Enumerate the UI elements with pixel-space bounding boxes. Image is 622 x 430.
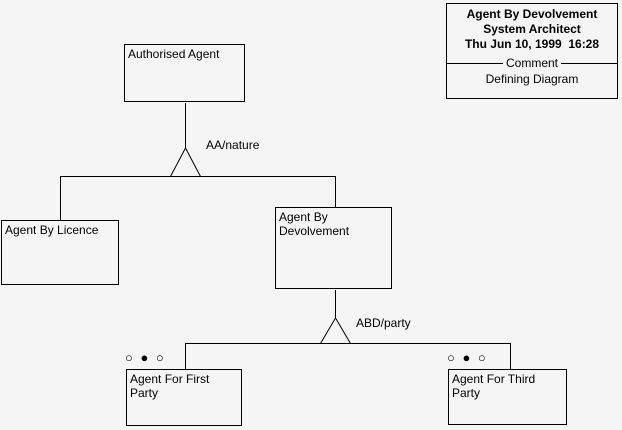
node-label: Agent By Licence bbox=[5, 223, 99, 237]
node-agent-for-first-party[interactable]: Agent For First Party bbox=[126, 369, 242, 426]
node-authorised-agent[interactable]: Authorised Agent bbox=[124, 44, 245, 102]
subtype-triangle-aa-nature bbox=[169, 146, 202, 177]
node-agent-by-licence[interactable]: Agent By Licence bbox=[1, 220, 119, 285]
relation-label-abd-party: ABD/party bbox=[356, 316, 411, 330]
separator-rule-right bbox=[561, 62, 618, 64]
node-label: Agent By Devolvement bbox=[279, 210, 350, 238]
node-label: Agent For First Party bbox=[130, 372, 210, 400]
cardinality-markers-third-party: ○ ● ○ bbox=[447, 350, 488, 365]
diagram-title-block: Agent By Devolvement System Architect Th… bbox=[446, 3, 618, 99]
node-agent-by-devolvement[interactable]: Agent By Devolvement bbox=[275, 207, 392, 289]
node-label: Authorised Agent bbox=[128, 47, 220, 61]
separator-rule-left bbox=[447, 62, 503, 64]
node-agent-for-third-party[interactable]: Agent For Third Party bbox=[448, 369, 567, 425]
cardinality-markers-first-party: ○ ● ○ bbox=[125, 350, 166, 365]
title-block-subtitle: System Architect bbox=[483, 22, 581, 36]
subtype-triangle-abd-party bbox=[319, 317, 352, 344]
title-block-separator: Comment bbox=[447, 56, 618, 70]
relation-label-aa-nature: AA/nature bbox=[206, 138, 260, 152]
node-label: Agent For Third Party bbox=[452, 372, 536, 400]
title-block-timestamp: Thu Jun 10, 1999 16:28 bbox=[464, 37, 600, 51]
title-block-comment: Defining Diagram bbox=[485, 72, 579, 86]
title-block-separator-label: Comment bbox=[506, 56, 559, 70]
title-block-title: Agent By Devolvement bbox=[466, 7, 598, 21]
